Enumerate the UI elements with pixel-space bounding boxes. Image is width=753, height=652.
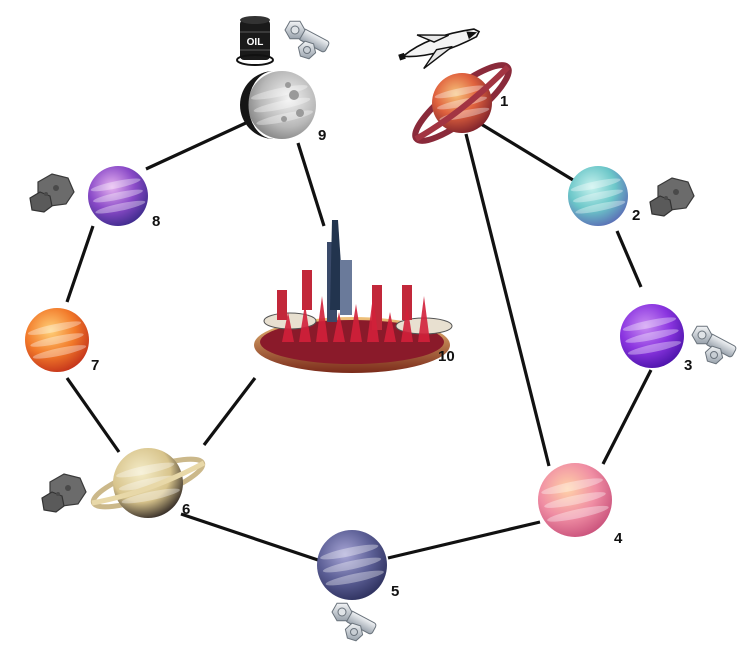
moon-crater [285, 82, 291, 88]
node-4: 4 [538, 463, 623, 547]
node-3: 3 [620, 304, 737, 374]
planet-bands [90, 178, 146, 214]
edge-7-8 [65, 225, 95, 303]
city-tower [277, 290, 287, 320]
bolt-nut-icon [284, 20, 330, 60]
moon-crater [281, 116, 287, 122]
planet-ring-front [414, 64, 511, 142]
edge-8-9 [145, 120, 249, 171]
planet-body [88, 166, 148, 226]
node-8: 8 [29, 166, 160, 230]
planet-body [538, 463, 612, 537]
node-7: 7 [25, 308, 99, 374]
node-label-10: 10 [438, 348, 455, 365]
asteroid-icon [29, 173, 75, 213]
city-tower-main [340, 260, 352, 315]
city-shard [418, 296, 430, 342]
edge-9-10 [296, 142, 326, 227]
city-tower [402, 285, 412, 320]
planet-body [317, 530, 387, 600]
edge-3-4 [601, 369, 653, 465]
node-label-5: 5 [391, 583, 399, 600]
space-shuttle-icon [398, 28, 481, 70]
node-1: 1 [398, 28, 512, 144]
bolt-nut-icon [331, 602, 377, 642]
oil-label: OIL [247, 37, 264, 48]
bolt-nut-icon [691, 325, 737, 365]
planet-bands [570, 178, 626, 214]
city-shard [367, 296, 379, 342]
planet-ring-front [91, 460, 206, 506]
edge-5-6 [180, 512, 319, 562]
planet-bands [27, 321, 87, 359]
node-label-1: 1 [500, 93, 508, 110]
city-shard [316, 296, 328, 342]
node-5: 5 [317, 530, 399, 642]
edge-1-2 [480, 122, 574, 182]
planet-bands [541, 478, 609, 522]
city-tower [302, 270, 312, 310]
node-label-8: 8 [152, 213, 160, 230]
planet-bands [622, 317, 682, 355]
planet-body [113, 448, 183, 518]
node-label-4: 4 [614, 530, 623, 547]
city-shard [299, 304, 311, 342]
planet-bands [320, 544, 384, 586]
node-label-7: 7 [91, 357, 99, 374]
planet-body [568, 166, 628, 226]
city-shard [401, 304, 413, 342]
node-2: 2 [568, 166, 695, 226]
moon-crater [289, 90, 299, 100]
node-label-9: 9 [318, 127, 326, 144]
moon-shadow [240, 71, 274, 139]
planet-bands [116, 462, 180, 504]
city-tower [372, 285, 382, 330]
node-label-2: 2 [632, 207, 640, 224]
node-label-3: 3 [684, 357, 692, 374]
planet-body [620, 304, 684, 368]
edge-6-10 [202, 377, 257, 446]
node-label-6: 6 [182, 501, 190, 518]
city-shard [350, 304, 362, 342]
node-9: OIL 9 [236, 16, 330, 144]
planet-body [248, 71, 316, 139]
edge-1-4 [464, 133, 551, 467]
asteroid-icon [649, 177, 695, 217]
edge-4-5 [387, 520, 541, 560]
edge-2-3 [615, 230, 643, 288]
moon-crater [296, 109, 304, 117]
node-10: 10 [254, 220, 455, 373]
edges [65, 120, 653, 562]
edge-6-7 [65, 377, 121, 453]
node-6: 6 [41, 448, 206, 518]
oil-barrel-icon: OIL [236, 16, 274, 66]
asteroid-icon [41, 473, 87, 513]
city-shard [282, 312, 294, 342]
planet-body [25, 308, 89, 372]
nodes: 1 2 3 4 5 6 7 8 OIL 9 10 [25, 16, 737, 642]
city-shard [333, 312, 345, 342]
city-shard [384, 312, 396, 342]
